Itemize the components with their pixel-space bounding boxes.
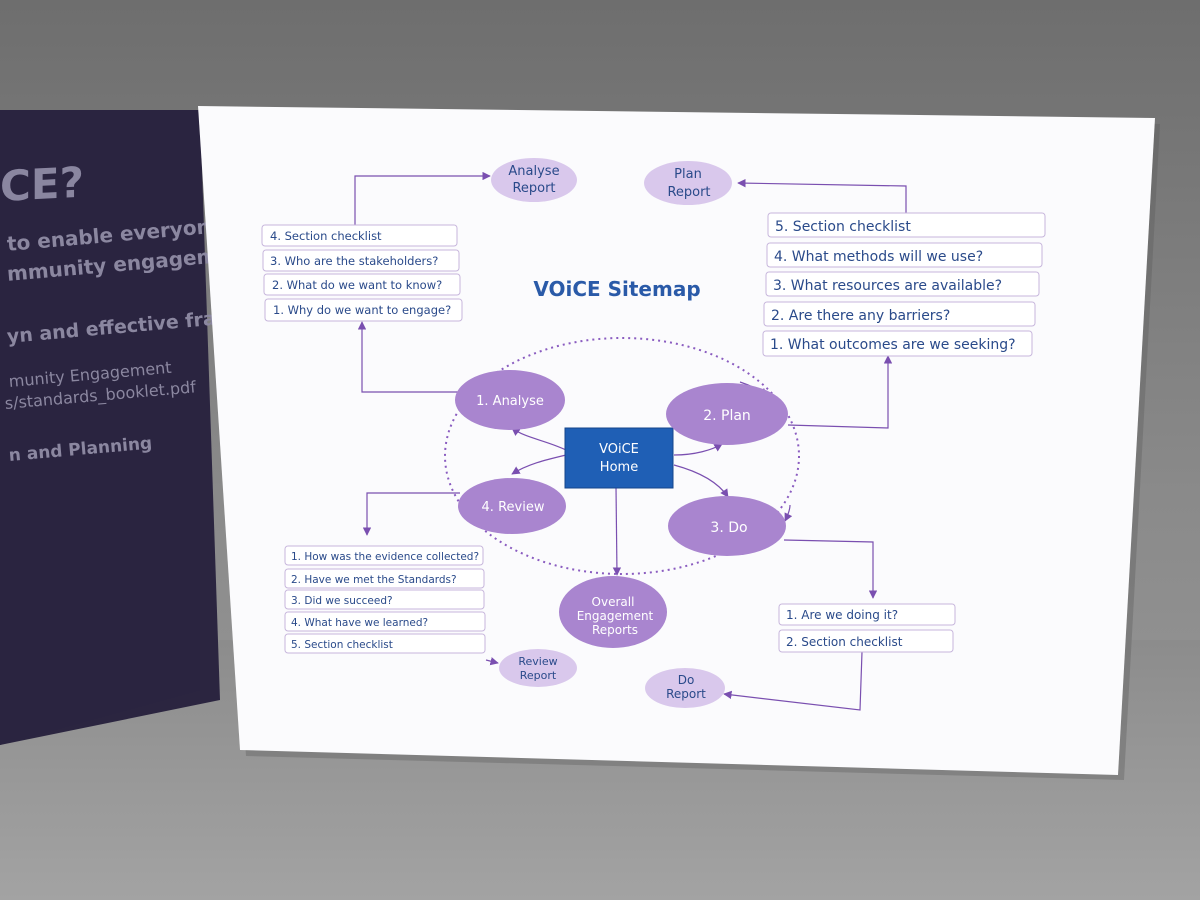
connector-review-to-list: [362, 492, 460, 536]
plan-list-item[interactable]: [765, 271, 1040, 297]
plan-list-item[interactable]: [763, 301, 1036, 327]
connector-do-to-list: [783, 539, 878, 599]
do-list-item[interactable]: [778, 629, 954, 653]
analyse-list-item[interactable]: [264, 298, 463, 322]
stage-do-node[interactable]: [668, 496, 786, 556]
do-report-node[interactable]: [645, 668, 725, 708]
analyse-report-line2: Report: [512, 181, 555, 196]
do-report-line1: Do: [678, 673, 695, 687]
review-list-item[interactable]: [284, 633, 486, 654]
overall-reports-node[interactable]: [559, 576, 667, 648]
overall-reports-line3: Reports: [592, 623, 638, 637]
stage-plan-label: 2. Plan: [703, 408, 751, 424]
analyse-question-list: 4. Section checklist 3. Who are the stak…: [261, 224, 463, 322]
plan-list-item-label: 5. Section checklist: [775, 219, 911, 235]
review-list-item[interactable]: [284, 611, 486, 632]
do-list-item-label: 2. Section checklist: [786, 635, 903, 649]
review-list-item[interactable]: [284, 568, 485, 589]
review-report-line1: Review: [518, 655, 557, 668]
review-list-item-label: 2. Have we met the Standards?: [291, 574, 457, 586]
background-booklet-page: [0, 110, 220, 745]
connector-home-to-review: [511, 454, 567, 475]
connector-home-to-analyse: [511, 427, 567, 451]
plan-report-line2: Report: [667, 185, 710, 200]
overall-reports-line2: Engagement: [577, 609, 654, 623]
review-report-line2: Report: [520, 669, 557, 682]
home-label-line2: Home: [600, 460, 638, 475]
analyse-list-item-label: 3. Who are the stakeholders?: [270, 254, 438, 268]
plan-list-item[interactable]: [762, 330, 1033, 357]
plan-report-line1: Plan: [674, 167, 702, 182]
review-list-item-label: 4. What have we learned?: [291, 617, 428, 629]
plan-question-list: 5. Section checklist 4. What methods wil…: [762, 212, 1046, 357]
plan-list-item-label: 4. What methods will we use?: [774, 249, 983, 265]
connector-plan-list-to-report: [737, 178, 907, 220]
review-list-item-label: 1. How was the evidence collected?: [291, 551, 479, 563]
stage-plan-node[interactable]: [666, 383, 788, 445]
cycle-ring: [444, 337, 800, 575]
connector-analyse-list-to-report: [354, 171, 491, 225]
stage-review-label: 4. Review: [482, 500, 545, 515]
connector-do-list-to-report: [723, 651, 863, 711]
sitemap-title: VOiCE Sitemap: [533, 277, 700, 301]
analyse-report-line1: Analyse: [508, 164, 559, 179]
connector-analyse-to-list: [357, 321, 460, 393]
analyse-report-node[interactable]: [491, 158, 577, 202]
connector-home-to-do: [673, 464, 729, 498]
plan-list-item[interactable]: [766, 242, 1043, 268]
analyse-list-item[interactable]: [263, 273, 461, 296]
review-question-list: 1. How was the evidence collected? 2. Ha…: [284, 545, 486, 654]
stage-analyse-node[interactable]: [455, 370, 565, 430]
cycle-arrow-to-do: [784, 504, 793, 522]
analyse-list-item-label: 4. Section checklist: [270, 229, 382, 243]
review-report-node[interactable]: [499, 649, 577, 687]
plan-report-node[interactable]: [644, 161, 732, 205]
do-list-item-label: 1. Are we doing it?: [786, 608, 898, 622]
do-question-list: 1. Are we doing it? 2. Section checklist: [778, 603, 956, 653]
stage-review-node[interactable]: [458, 478, 566, 534]
do-list-item[interactable]: [778, 603, 956, 626]
overall-reports-line1: Overall: [592, 595, 635, 609]
review-list-item[interactable]: [284, 545, 484, 566]
home-label-line1: VOiCE: [599, 442, 639, 457]
review-list-item-label: 5. Section checklist: [291, 639, 393, 651]
plan-list-item[interactable]: [767, 212, 1046, 238]
connector-plan-to-list: [787, 355, 893, 429]
analyse-list-item-label: 2. What do we want to know?: [272, 278, 442, 292]
connector-home-to-plan: [673, 443, 723, 456]
connector-review-list-to-report: [485, 657, 499, 666]
analyse-list-item-label: 1. Why do we want to engage?: [273, 303, 451, 317]
plan-list-item-label: 2. Are there any barriers?: [771, 308, 950, 324]
analyse-list-item[interactable]: [262, 249, 460, 272]
analyse-list-item[interactable]: [261, 224, 458, 247]
review-list-item-label: 3. Did we succeed?: [291, 595, 393, 607]
stage-analyse-label: 1. Analyse: [476, 394, 544, 409]
review-list-item[interactable]: [284, 589, 485, 610]
do-report-line2: Report: [666, 687, 706, 701]
plan-list-item-label: 3. What resources are available?: [773, 278, 1002, 294]
home-box[interactable]: [564, 427, 674, 489]
plan-list-item-label: 1. What outcomes are we seeking?: [770, 337, 1016, 353]
connector-home-to-overall: [612, 486, 622, 576]
stage-do-label: 3. Do: [710, 520, 747, 536]
